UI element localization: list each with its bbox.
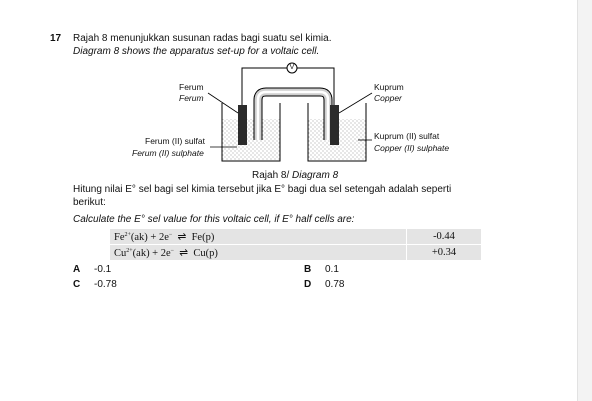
left-electrode-label-malay: Ferum — [179, 82, 204, 92]
question-intro-english: Diagram 8 shows the apparatus set-up for… — [73, 46, 320, 57]
voltmeter-icon — [286, 62, 298, 74]
option-d-letter: D — [304, 279, 312, 290]
diagram-caption: Rajah 8/ Diagram 8 — [252, 170, 339, 181]
question-intro-malay: Rajah 8 menunjukkan susunan radas bagi s… — [73, 33, 332, 44]
option-d-text[interactable]: 0.78 — [325, 279, 345, 290]
half-equation: Fe2+(ak) + 2e− ⇌ Fe(p) — [110, 229, 407, 245]
prompt-malay-line1: Hitung nilai E° sel bagi sel kimia terse… — [73, 184, 452, 195]
voltmeter-label: V — [289, 64, 295, 71]
half-equation: Cu2+(ak) + 2e− ⇌ Cu(p) — [110, 244, 407, 260]
option-c-letter: C — [73, 279, 81, 290]
option-a-text[interactable]: -0.1 — [94, 264, 112, 275]
copper-electrode — [330, 105, 339, 145]
right-solution-label-english: Copper (II) sulphate — [374, 143, 450, 153]
electrode-potential: +0.34 — [406, 244, 481, 260]
option-c-text[interactable]: -0.78 — [94, 279, 117, 290]
prompt-english: Calculate the E° sel value for this volt… — [73, 214, 355, 225]
right-electrode-label-english: Copper — [374, 93, 402, 103]
prompt-malay-line2: berikut: — [73, 197, 106, 208]
electrode-potential: -0.44 — [406, 229, 481, 245]
right-sidebar — [577, 0, 592, 401]
left-solution — [222, 119, 280, 161]
half-cell-table: Fe2+(ak) + 2e− ⇌ Fe(p) -0.44 Cu2+(ak) + … — [110, 229, 481, 260]
option-a-letter: A — [73, 264, 81, 275]
left-beaker — [221, 103, 281, 162]
right-beaker — [307, 103, 367, 162]
option-b-letter: B — [304, 264, 312, 275]
option-b-text[interactable]: 0.1 — [325, 264, 339, 275]
left-solution-label-malay: Ferum (II) sulfat — [145, 136, 205, 146]
iron-electrode — [238, 105, 247, 145]
left-solution-label-english: Ferum (II) sulphate — [132, 148, 204, 158]
table-row: Cu2+(ak) + 2e− ⇌ Cu(p) +0.34 — [110, 244, 481, 260]
right-electrode-label-malay: Kuprum — [374, 82, 404, 92]
left-electrode-label-english: Ferum — [179, 93, 204, 103]
table-row: Fe2+(ak) + 2e− ⇌ Fe(p) -0.44 — [110, 229, 481, 245]
right-solution-label-malay: Kuprum (II) sulfat — [374, 131, 440, 141]
question-number: 17 — [50, 33, 62, 44]
